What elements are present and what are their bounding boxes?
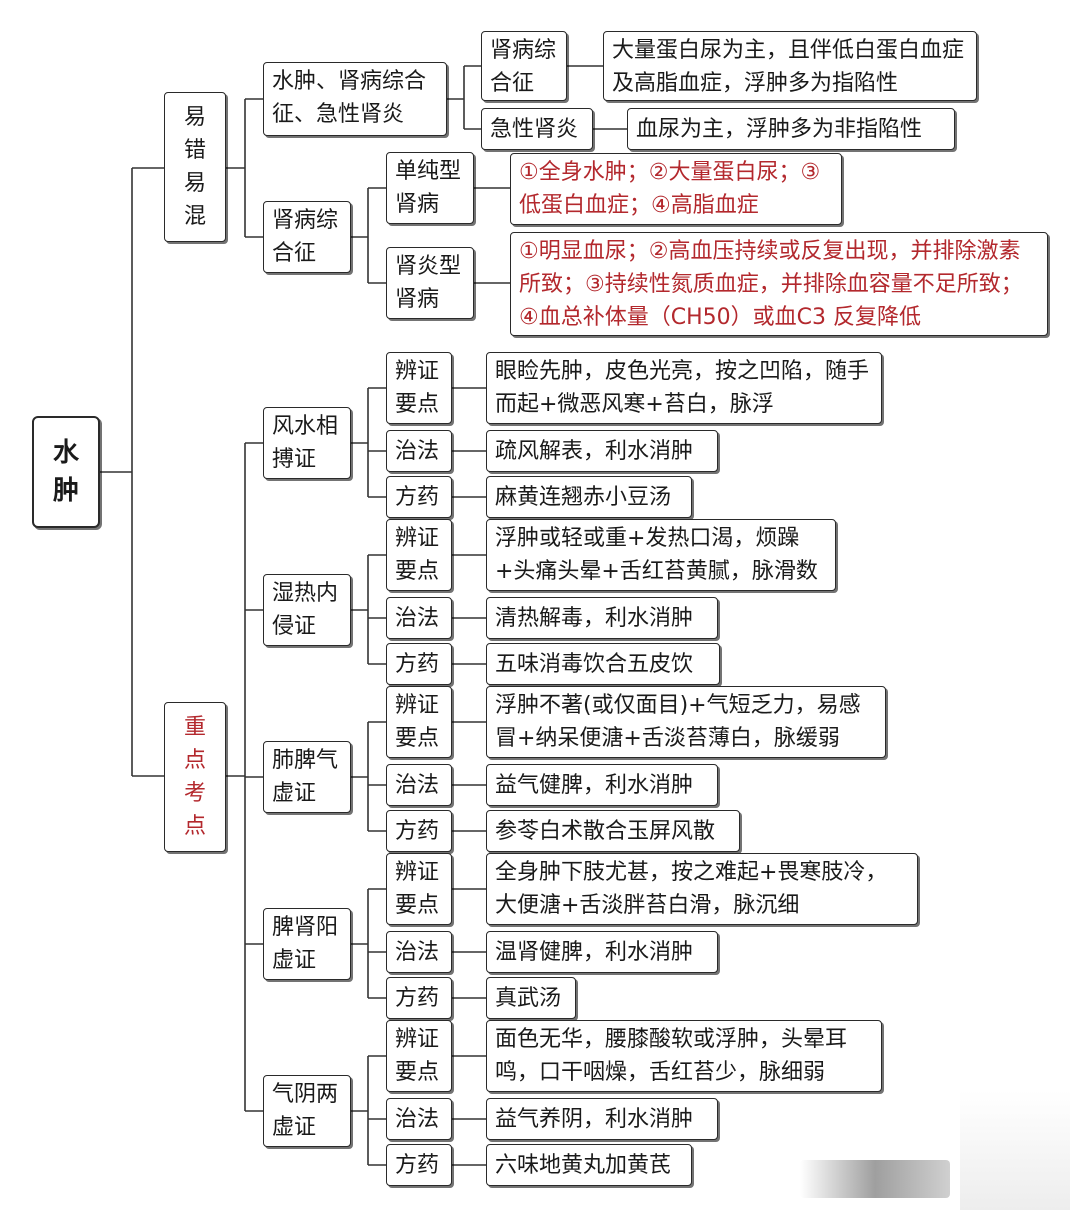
confusion-b-sub2-desc: ①明显血尿；②高血压持续或反复出现，并排除激素所致；③持续性氮质血症，并排除血容… (510, 232, 1048, 336)
confusion-a-sub2: 急性肾炎 (481, 108, 593, 150)
syndrome-3-diag-label-text: 辨证要点 (395, 693, 440, 751)
root-node: 水肿 (32, 416, 100, 528)
group-keypoints-text: 重点考点 (183, 715, 206, 839)
confusion-a-sub1-text: 肾病综合征 (490, 38, 557, 96)
syndrome-1-diag-text: 眼睑先肿，皮色光亮，按之凹陷，随手而起+微恶风寒+苔白，脉浮 (495, 359, 870, 417)
syndrome-3-diag-text: 浮肿不著(或仅面目)+气短乏力，易感冒+纳呆便溏+舌淡苔薄白，脉缓弱 (495, 693, 861, 751)
syndrome-5-treat-text: 益气养阴，利水消肿 (495, 1106, 694, 1132)
syndrome-2-formula-text: 五味消毒饮合五皮饮 (495, 651, 694, 677)
syndrome-1-diag-label-text: 辨证要点 (395, 359, 440, 417)
syndrome-3-treat: 益气健脾，利水消肿 (486, 764, 718, 806)
syndrome-2-treat: 清热解毒，利水消肿 (486, 597, 718, 639)
syndrome-1-name: 风水相搏证 (263, 407, 351, 479)
syndrome-4-formula: 真武汤 (486, 977, 576, 1019)
confusion-b-sub1-text: 单纯型肾病 (395, 159, 462, 217)
syndrome-3-diag-label: 辨证要点 (386, 686, 452, 758)
syndrome-5-formula-label: 方药 (386, 1144, 452, 1186)
syndrome-3-treat-text: 益气健脾，利水消肿 (495, 772, 694, 798)
syndrome-3-name-text: 肺脾气虚证 (272, 748, 339, 806)
syndrome-1-treat-label: 治法 (386, 430, 452, 472)
confusion-a-sub1-desc: 大量蛋白尿为主，且伴低白蛋白血症及高脂血症，浮肿多为指陷性 (603, 31, 977, 101)
confusion-a-sub2-text: 急性肾炎 (490, 116, 579, 142)
syndrome-2-diag-label: 辨证要点 (386, 519, 452, 591)
confusion-a-sub2-desc: 血尿为主，浮肿多为非指陷性 (627, 108, 955, 150)
syndrome-1-formula-label: 方药 (386, 476, 452, 518)
syndrome-3-formula-label: 方药 (386, 810, 452, 852)
syndrome-4-treat-label: 治法 (386, 931, 452, 973)
syndrome-4-treat-label-text: 治法 (395, 939, 440, 965)
syndrome-4-formula-label-text: 方药 (395, 985, 440, 1011)
syndrome-1-formula-label-text: 方药 (395, 484, 440, 510)
syndrome-4-name-text: 脾肾阳虚证 (272, 915, 339, 973)
group-keypoints: 重点考点 (164, 702, 226, 852)
syndrome-2-treat-label-text: 治法 (395, 605, 440, 631)
confusion-b-sub1: 单纯型肾病 (386, 152, 474, 224)
syndrome-2-treat-label: 治法 (386, 597, 452, 639)
syndrome-2-diag-text: 浮肿或轻或重+发热口渴，烦躁+头痛头晕+舌红苔黄腻，脉滑数 (495, 526, 818, 584)
syndrome-3-formula-label-text: 方药 (395, 818, 440, 844)
watermark (800, 1160, 950, 1198)
syndrome-1-name-text: 风水相搏证 (272, 414, 339, 472)
syndrome-1-diag-label: 辨证要点 (386, 352, 452, 424)
syndrome-3-treat-label: 治法 (386, 764, 452, 806)
syndrome-4-treat-text: 温肾健脾，利水消肿 (495, 939, 694, 965)
syndrome-2-diag-label-text: 辨证要点 (395, 526, 440, 584)
syndrome-2-name-text: 湿热内侵证 (272, 581, 339, 639)
syndrome-4-diag-label: 辨证要点 (386, 853, 452, 925)
confusion-a-sub1-desc-text: 大量蛋白尿为主，且伴低白蛋白血症及高脂血症，浮肿多为指陷性 (612, 38, 965, 96)
confusion-b-sub1-desc-text: ①全身水肿；②大量蛋白尿；③低蛋白血症；④高脂血症 (519, 160, 821, 218)
syndrome-5-diag: 面色无华，腰膝酸软或浮肿，头晕耳鸣，口干咽燥，舌红苔少，脉细弱 (486, 1020, 882, 1092)
syndrome-5-name-text: 气阴两虚证 (272, 1082, 339, 1140)
syndrome-3-formula-text: 参苓白术散合玉屏风散 (495, 818, 716, 844)
syndrome-4-formula-text: 真武汤 (495, 985, 562, 1011)
syndrome-2-formula-label: 方药 (386, 643, 452, 685)
root-node-text: 水肿 (52, 438, 79, 506)
confusion-b-title-text: 肾病综合征 (272, 208, 339, 266)
syndrome-4-diag-text: 全身肿下肢尤甚，按之难起+畏寒肢冷，大便溏+舌淡胖苔白滑，脉沉细 (495, 860, 888, 918)
syndrome-5-formula-text: 六味地黄丸加黄芪 (495, 1152, 672, 1178)
confusion-a-title-text: 水肿、肾病综合征、急性肾炎 (272, 69, 427, 127)
syndrome-1-treat-label-text: 治法 (395, 438, 440, 464)
syndrome-5-formula: 六味地黄丸加黄芪 (486, 1144, 692, 1186)
syndrome-2-formula-label-text: 方药 (395, 651, 440, 677)
syndrome-1-treat-text: 疏风解表，利水消肿 (495, 438, 694, 464)
syndrome-3-formula: 参苓白术散合玉屏风散 (486, 810, 740, 852)
syndrome-2-treat-text: 清热解毒，利水消肿 (495, 605, 694, 631)
syndrome-5-treat-label: 治法 (386, 1098, 452, 1140)
syndrome-4-diag: 全身肿下肢尤甚，按之难起+畏寒肢冷，大便溏+舌淡胖苔白滑，脉沉细 (486, 853, 918, 925)
confusion-a-title: 水肿、肾病综合征、急性肾炎 (263, 62, 447, 136)
syndrome-2-name: 湿热内侵证 (263, 574, 351, 646)
syndrome-3-diag: 浮肿不著(或仅面目)+气短乏力，易感冒+纳呆便溏+舌淡苔薄白，脉缓弱 (486, 686, 886, 758)
confusion-b-sub2-desc-text: ①明显血尿；②高血压持续或反复出现，并排除激素所致；③持续性氮质血症，并排除血容… (519, 239, 1023, 330)
syndrome-1-treat: 疏风解表，利水消肿 (486, 430, 718, 472)
syndrome-1-diag: 眼睑先肿，皮色光亮，按之凹陷，随手而起+微恶风寒+苔白，脉浮 (486, 352, 882, 424)
confusion-b-sub2-text: 肾炎型肾病 (395, 254, 462, 312)
syndrome-5-name: 气阴两虚证 (263, 1075, 351, 1147)
syndrome-4-name: 脾肾阳虚证 (263, 908, 351, 980)
confusion-a-sub1: 肾病综合征 (481, 31, 567, 101)
confusion-b-title: 肾病综合征 (263, 201, 351, 273)
syndrome-5-treat-label-text: 治法 (395, 1106, 440, 1132)
confusion-b-sub1-desc: ①全身水肿；②大量蛋白尿；③低蛋白血症；④高脂血症 (510, 153, 842, 225)
group-confusion: 易错易混 (164, 92, 226, 242)
syndrome-4-diag-label-text: 辨证要点 (395, 860, 440, 918)
syndrome-3-treat-label-text: 治法 (395, 772, 440, 798)
syndrome-1-formula: 麻黄连翘赤小豆汤 (486, 476, 692, 518)
syndrome-4-treat: 温肾健脾，利水消肿 (486, 931, 718, 973)
syndrome-2-formula: 五味消毒饮合五皮饮 (486, 643, 720, 685)
syndrome-3-name: 肺脾气虚证 (263, 741, 351, 813)
syndrome-5-treat: 益气养阴，利水消肿 (486, 1098, 718, 1140)
syndrome-5-diag-label: 辨证要点 (386, 1020, 452, 1092)
watermark-fade (960, 1090, 1070, 1210)
syndrome-5-diag-label-text: 辨证要点 (395, 1027, 440, 1085)
confusion-a-sub2-desc-text: 血尿为主，浮肿多为非指陷性 (636, 116, 923, 142)
confusion-b-sub2: 肾炎型肾病 (386, 247, 474, 319)
syndrome-2-diag: 浮肿或轻或重+发热口渴，烦躁+头痛头晕+舌红苔黄腻，脉滑数 (486, 519, 836, 591)
syndrome-5-diag-text: 面色无华，腰膝酸软或浮肿，头晕耳鸣，口干咽燥，舌红苔少，脉细弱 (495, 1027, 848, 1085)
syndrome-5-formula-label-text: 方药 (395, 1152, 440, 1178)
syndrome-4-formula-label: 方药 (386, 977, 452, 1019)
group-confusion-text: 易错易混 (183, 105, 206, 229)
syndrome-1-formula-text: 麻黄连翘赤小豆汤 (495, 484, 672, 510)
